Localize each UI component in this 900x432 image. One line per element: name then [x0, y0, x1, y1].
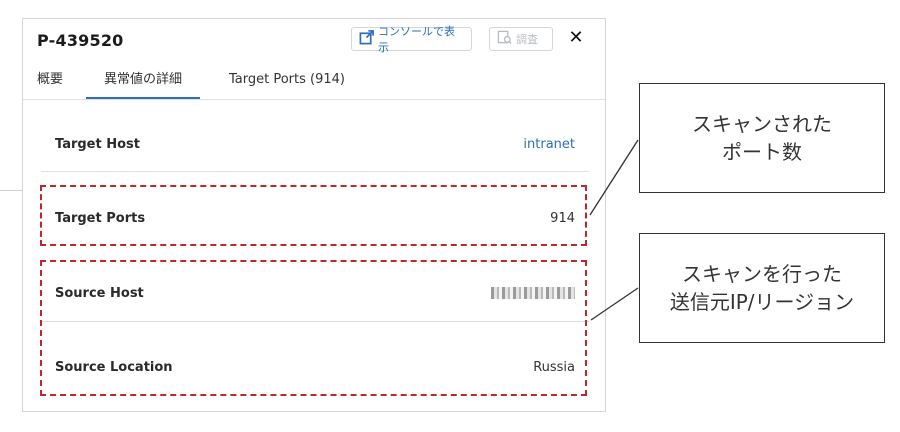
detail-row-target-host: Target Host intranet — [41, 124, 589, 164]
investigate-button[interactable]: 調査 — [489, 27, 553, 51]
source-info-highlight-box — [40, 260, 587, 396]
tab-overview[interactable]: 概要 — [37, 72, 64, 87]
target-host-link[interactable]: intranet — [523, 136, 575, 152]
source-location-label: Source Location — [55, 359, 173, 375]
tab-anomaly-details[interactable]: 異常値の詳細 — [86, 63, 201, 99]
investigate-label: 調査 — [516, 33, 538, 46]
source-callout-leader — [590, 287, 639, 321]
investigate-icon — [497, 30, 512, 48]
detail-row-source-host: Source Host — [41, 273, 589, 313]
finding-detail-panel: P-439520 コンソールで表示 調査 ✕ 概要 異常値の詳細 Target … — [22, 18, 606, 412]
external-link-icon — [359, 30, 374, 48]
ports-callout-line2: ポート数 — [722, 140, 802, 164]
tab-target-ports[interactable]: Target Ports (914) — [229, 72, 345, 87]
divider — [41, 321, 589, 322]
detail-row-target-ports: Target Ports 914 — [41, 198, 589, 238]
target-ports-label: Target Ports — [55, 210, 146, 226]
source-callout-line2: 送信元IP/リージョン — [669, 290, 855, 314]
source-host-masked-value — [491, 287, 575, 299]
source-callout-line1: スキャンを行った — [682, 262, 842, 286]
source-callout: スキャンを行った 送信元IP/リージョン — [639, 233, 885, 343]
close-icon[interactable]: ✕ — [568, 27, 584, 48]
target-ports-value: 914 — [550, 210, 575, 226]
panel-title: P-439520 — [37, 31, 124, 50]
divider — [41, 171, 589, 172]
source-location-value: Russia — [533, 359, 575, 375]
tab-bar: 概要 異常値の詳細 Target Ports (914) — [23, 63, 605, 100]
ports-callout-line1: スキャンされた — [692, 112, 832, 136]
target-ports-highlight-box — [40, 185, 587, 246]
ports-callout: スキャンされた ポート数 — [639, 83, 885, 193]
open-in-console-label: コンソールで表示 — [378, 25, 455, 54]
source-host-label: Source Host — [55, 285, 144, 301]
open-in-console-button[interactable]: コンソールで表示 — [351, 25, 472, 54]
ports-callout-leader — [589, 139, 639, 216]
target-host-label: Target Host — [55, 136, 141, 152]
detail-row-source-location: Source Location Russia — [41, 347, 589, 387]
background-guide-line — [0, 190, 22, 191]
